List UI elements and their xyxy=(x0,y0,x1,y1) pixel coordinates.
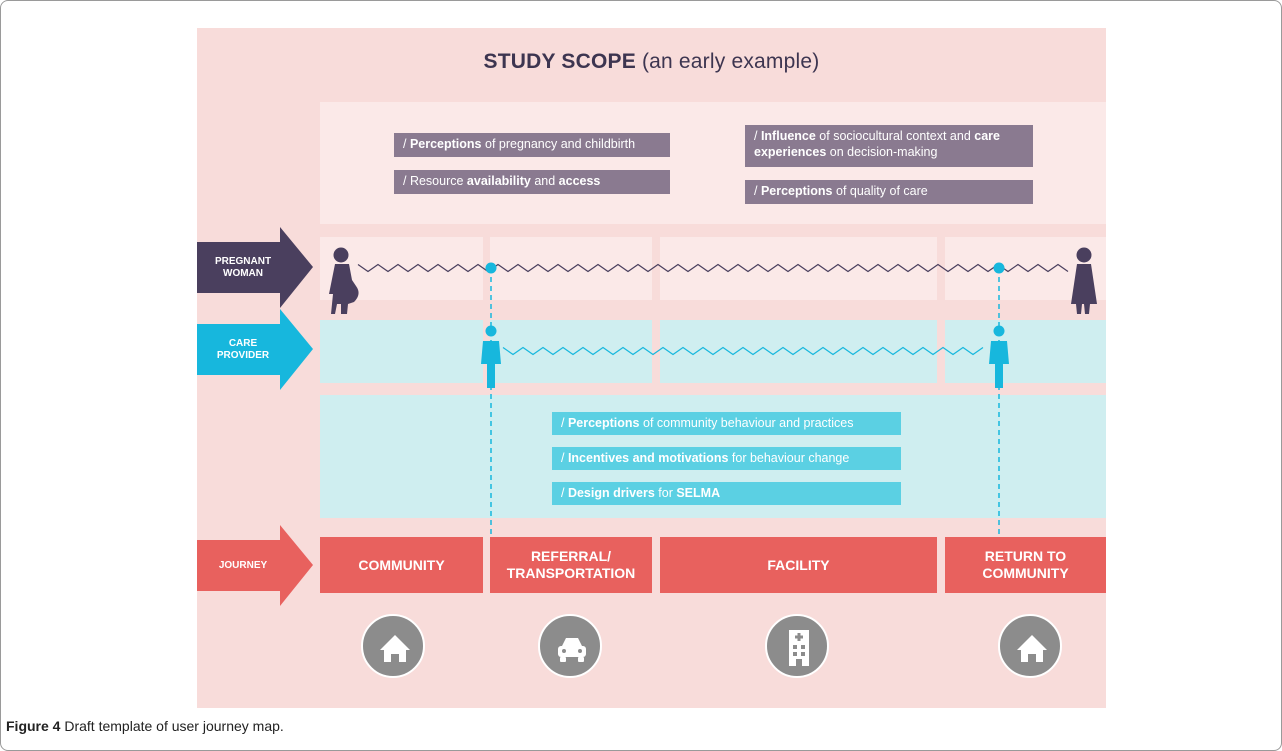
care-provider-cell-facility xyxy=(660,320,937,383)
note-design-drivers: / Design drivers for SELMA xyxy=(552,482,901,505)
house-icon xyxy=(998,614,1062,678)
stage-facility: FACILITY xyxy=(660,537,937,593)
stage-referral-transportation: REFERRAL/TRANSPORTATION xyxy=(490,537,652,593)
hospital-icon xyxy=(765,614,829,678)
diagram-title: STUDY SCOPE (an early example) xyxy=(483,50,820,73)
touchpoint-dot-referral xyxy=(485,262,497,274)
journey-label: JOURNEY xyxy=(218,559,268,571)
arrow-shape xyxy=(197,227,313,308)
note-sociocultural-influence: / Influence of sociocultural context and… xyxy=(745,125,1033,167)
care-provider-cell-return xyxy=(945,320,1106,383)
arrow-shape xyxy=(197,525,313,606)
woman-icon xyxy=(1071,247,1097,314)
pregnant-woman-journey-line xyxy=(357,263,1069,273)
care-provider-journey-line xyxy=(502,346,984,356)
figure-caption: Figure 4 Draft template of user journey … xyxy=(6,718,284,734)
pregnant-woman-cell-referral xyxy=(490,237,652,300)
stage-community: COMMUNITY xyxy=(320,537,483,593)
pregnant-woman-cell-facility xyxy=(660,237,937,300)
journey-arrow: JOURNEY xyxy=(197,525,313,606)
care-provider-cell-community xyxy=(320,320,483,383)
care-provider-icon xyxy=(989,325,1009,388)
car-icon xyxy=(538,614,602,678)
note-incentives-motivations: / Incentives and motivations for behavio… xyxy=(552,447,901,470)
pregnant-woman-icon xyxy=(329,247,359,314)
arrow-shape xyxy=(197,309,313,390)
house-icon xyxy=(361,614,425,678)
care-provider-icon xyxy=(481,325,501,388)
note-community-behaviour: / Perceptions of community behaviour and… xyxy=(552,412,901,435)
touchpoint-dot-return xyxy=(993,262,1005,274)
note-quality-of-care: / Perceptions of quality of care xyxy=(745,180,1033,204)
note-resource-availability: / Resource availability and access xyxy=(394,170,670,194)
note-perceptions-pregnancy: / Perceptions of pregnancy and childbirt… xyxy=(394,133,670,157)
